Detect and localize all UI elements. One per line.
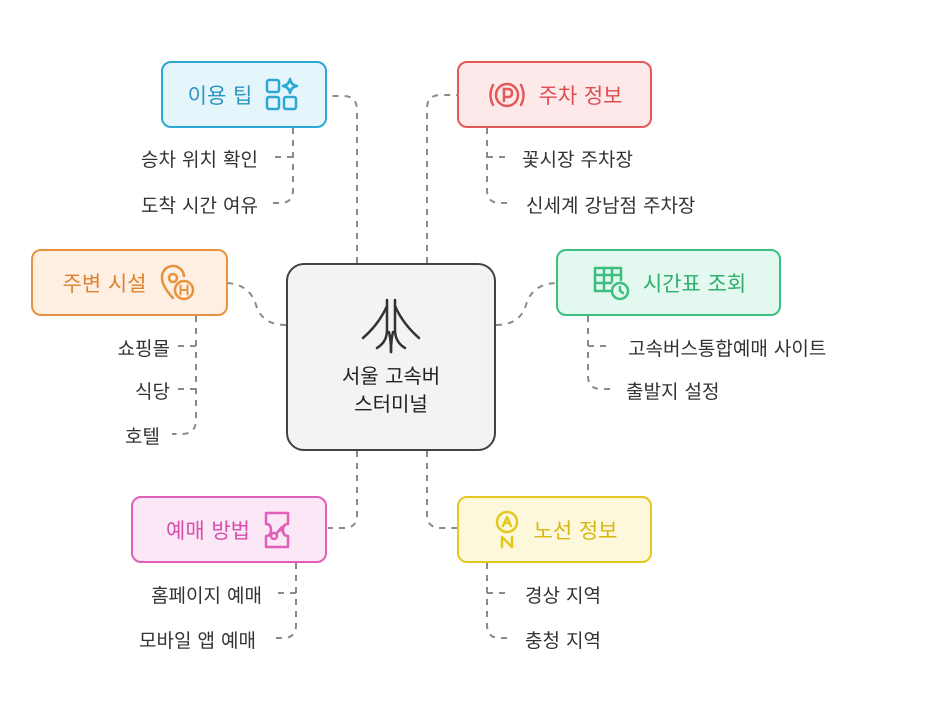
facilities-item-3: 호텔 <box>125 426 160 448</box>
tips-item-1: 승차 위치 확인 <box>141 149 258 171</box>
facilities-item-2: 식당 <box>135 381 170 403</box>
tips-item-2: 도착 시간 여유 <box>141 195 258 217</box>
topic-booking[interactable]: 예매 방법 <box>131 496 327 563</box>
topic-timetable[interactable]: 시간표 조회 <box>556 249 781 316</box>
booking-item-2: 모바일 앱 예매 <box>139 630 256 652</box>
terminal-structure-icon <box>359 296 423 356</box>
parking-item-2: 신세계 강남점 주차장 <box>526 195 696 217</box>
central-title: 서울 고속버 스터미널 <box>342 362 440 418</box>
facilities-item-1: 쇼핑몰 <box>117 338 170 360</box>
topic-facilities[interactable]: 주변 시설 <box>31 249 228 316</box>
central-node: 서울 고속버 스터미널 <box>286 263 496 451</box>
topic-usage-tips[interactable]: 이용 팁 <box>161 61 327 128</box>
topic-parking-label: 주차 정보 <box>538 83 623 108</box>
booking-item-1: 홈페이지 예매 <box>151 585 262 607</box>
topic-parking[interactable]: 주차 정보 <box>457 61 652 128</box>
central-title-line2: 스터미널 <box>354 392 428 416</box>
compass-icon <box>492 510 522 550</box>
routes-item-2: 충청 지역 <box>525 630 601 652</box>
topic-routes[interactable]: 노선 정보 <box>457 496 652 563</box>
timetable-item-1: 고속버스통합예매 사이트 <box>628 338 827 360</box>
parking-icon <box>487 77 527 113</box>
parking-item-1: 꽃시장 주차장 <box>522 149 633 171</box>
topic-facilities-label: 주변 시설 <box>62 271 147 296</box>
hotel-pin-icon <box>158 264 196 302</box>
routes-item-1: 경상 지역 <box>525 585 601 607</box>
timetable-icon <box>591 264 631 302</box>
central-title-line1: 서울 고속버 <box>341 364 441 388</box>
topic-routes-label: 노선 정보 <box>533 518 618 543</box>
topic-timetable-label: 시간표 조회 <box>642 271 747 296</box>
ticket-icon <box>262 510 292 550</box>
topic-usage-tips-label: 이용 팁 <box>187 83 253 108</box>
apps-sparkle-icon <box>264 77 300 113</box>
timetable-item-2: 출발지 설정 <box>626 381 720 403</box>
topic-booking-label: 예매 방법 <box>166 518 250 543</box>
